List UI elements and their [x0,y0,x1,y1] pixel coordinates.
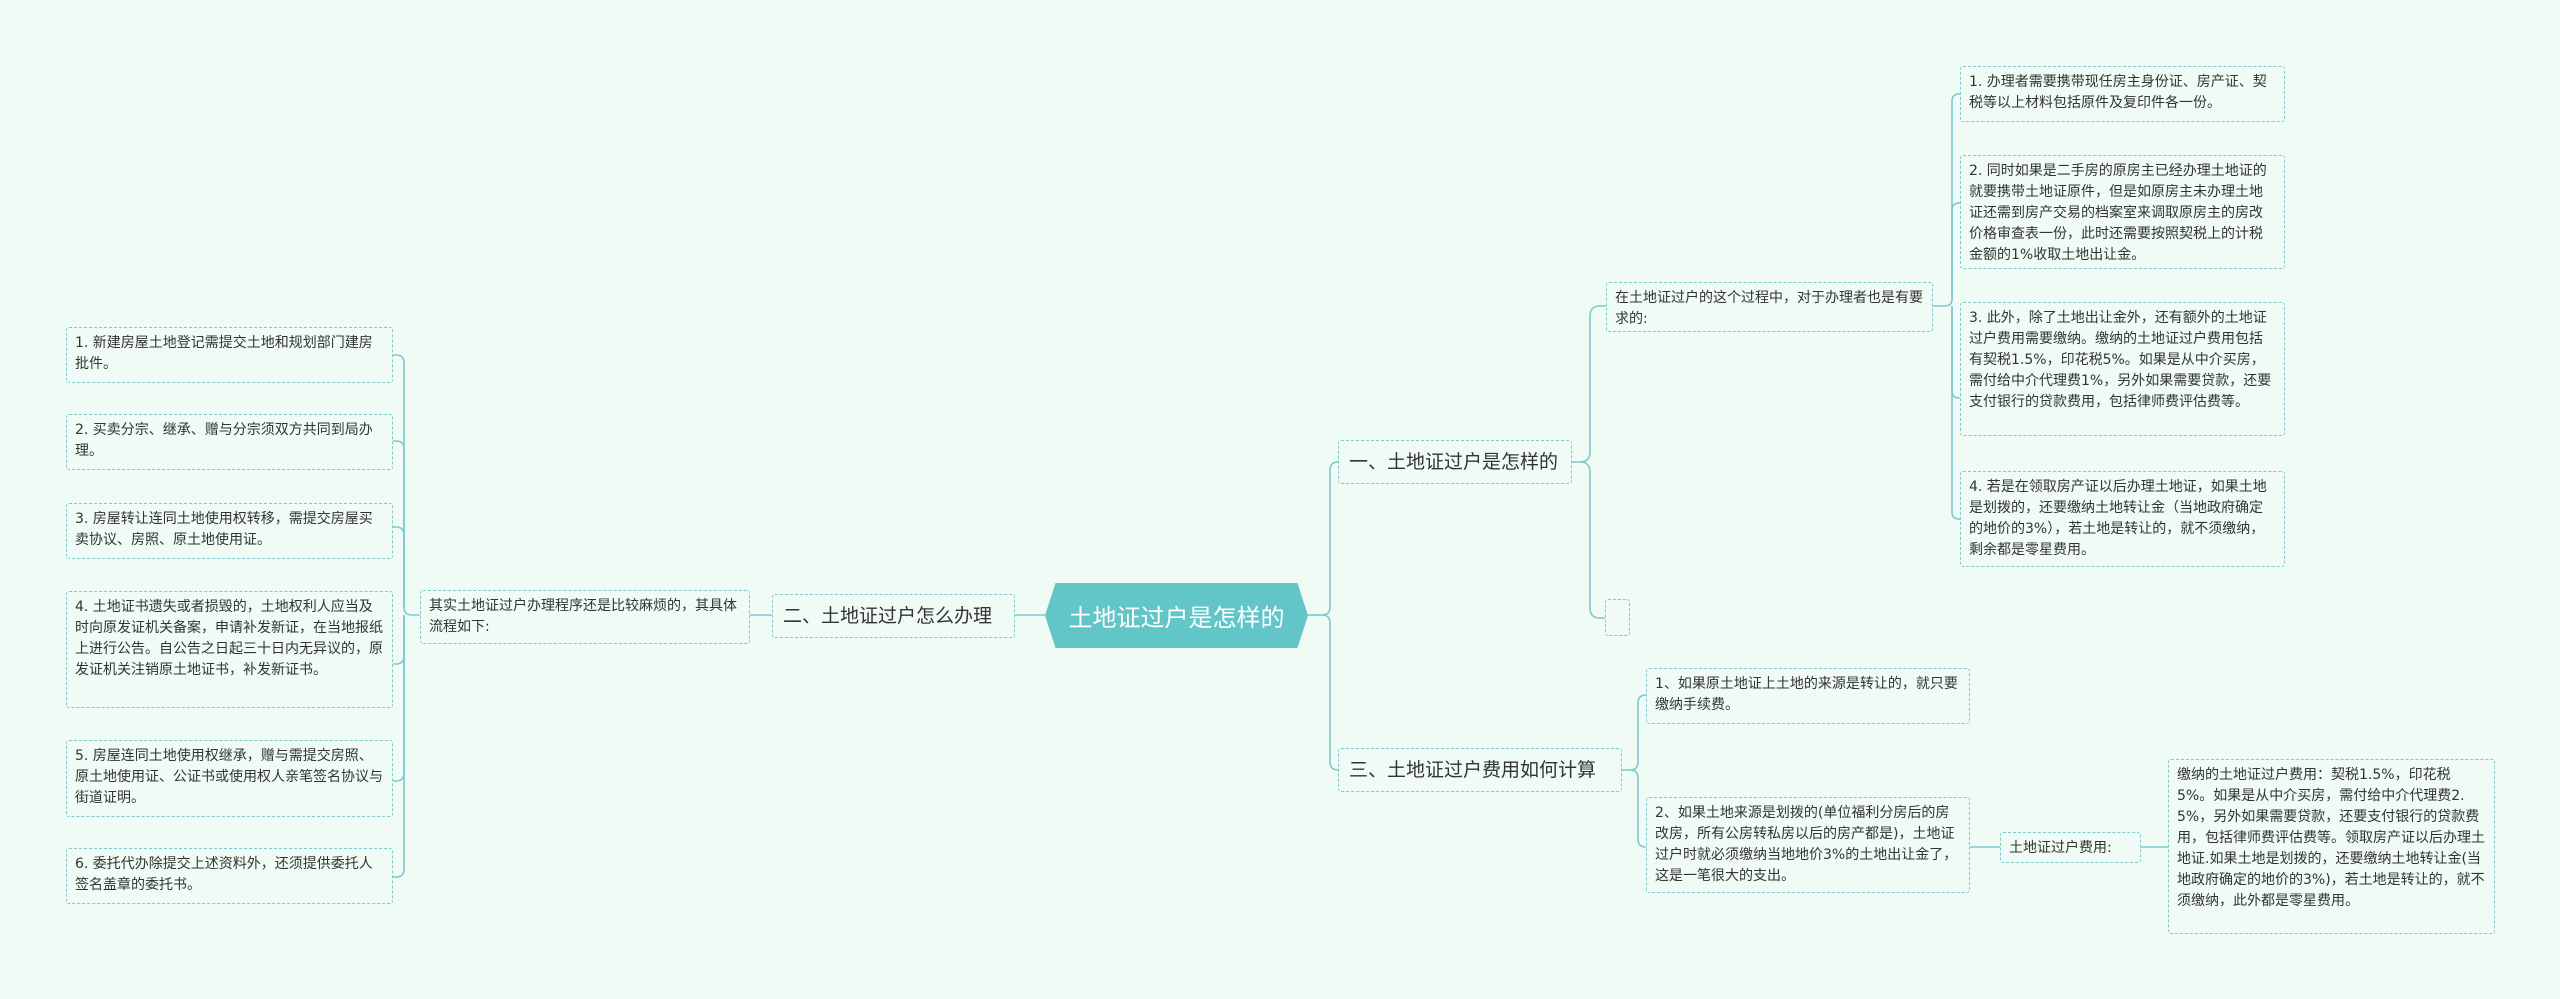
branch-1-label: 一、土地证过户是怎样的 [1349,451,1559,473]
connector-root-branch-3 [1308,614,1339,771]
root-topic[interactable]: 土地证过户是怎样的 [1045,583,1308,648]
branch-2-item-4-text: 4. 土地证书遗失或者损毁的，土地权利人应当及时向原发证机关备案，申请补发新证，… [75,599,383,678]
connector-root-branch-1 [1308,461,1339,616]
branch-3-item-2-text: 2、如果土地来源是划拨的(单位福利分房后的房改房，所有公房转私房以后的房产都是)… [1655,805,1958,884]
fee-label-text: 土地证过户费用: [2009,840,2112,856]
branch-2-item-2[interactable]: 2. 买卖分宗、继承、赠与分宗须双方共同到局办理。 [66,414,393,470]
branch-1-item-4[interactable]: 4. 若是在领取房产证以后办理土地证，如果土地是划拨的，还要缴纳土地转让金（当地… [1960,471,2285,567]
branch-2-item-5[interactable]: 5. 房屋连同土地使用权继承，赠与需提交房照、原土地使用证、公证书或使用权人亲笔… [66,740,393,817]
branch-2-item-5-text: 5. 房屋连同土地使用权继承，赠与需提交房照、原土地使用证、公证书或使用权人亲笔… [75,748,383,806]
fee-label-node[interactable]: 土地证过户费用: [2000,832,2141,863]
branch-3-label: 三、土地证过户费用如何计算 [1349,759,1597,781]
branch-1-item-2[interactable]: 2. 同时如果是二手房的原房主已经办理土地证的就要携带土地证原件，但是如原房主未… [1960,155,2285,269]
branch-3-item-1-text: 1、如果原土地证上土地的来源是转让的，就只要缴纳手续费。 [1655,676,1958,713]
branch-1-item-3-text: 3. 此外，除了土地出让金外，还有额外的土地证过户费用需要缴纳。缴纳的土地证过户… [1969,310,2272,410]
branch-1-item-1[interactable]: 1. 办理者需要携带现任房主身份证、房产证、契税等以上材料包括原件及复印件各一份… [1960,66,2285,122]
branch-1-item-4-text: 4. 若是在领取房产证以后办理土地证，如果土地是划拨的，还要缴纳土地转让金（当地… [1969,479,2267,558]
branch-1-item-1-text: 1. 办理者需要携带现任房主身份证、房产证、契税等以上材料包括原件及复印件各一份… [1969,74,2267,111]
branch-2-item-4[interactable]: 4. 土地证书遗失或者损毁的，土地权利人应当及时向原发证机关备案，申请补发新证，… [66,591,393,708]
connector-intro-items [1933,93,1960,307]
branch-3-item-2[interactable]: 2、如果土地来源是划拨的(单位福利分房后的房改房，所有公房转私房以后的房产都是)… [1646,797,1970,893]
branch-2-item-1[interactable]: 1. 新建房屋土地登记需提交土地和规划部门建房批件。 [66,327,393,383]
branch-1-intro-text: 在土地证过户的这个过程中，对于办理者也是有要求的: [1615,290,1923,327]
connector-branch-1-empty [1579,461,1605,619]
connector-intro-left-items [393,354,420,616]
branch-2-topic[interactable]: 二、土地证过户怎么办理 [772,594,1015,638]
branch-2-label: 二、土地证过户怎么办理 [783,605,993,627]
fee-detail-text: 缴纳的土地证过户费用：契税1.5%，印花税5%。如果是从中介买房，需付给中介代理… [2177,767,2485,909]
branch-2-item-3-text: 3. 房屋转让连同土地使用权转移，需提交房屋买卖协议、房照、原土地使用证。 [75,511,373,548]
branch-1-item-3[interactable]: 3. 此外，除了土地出让金外，还有额外的土地证过户费用需要缴纳。缴纳的土地证过户… [1960,302,2285,436]
branch-3-item-1[interactable]: 1、如果原土地证上土地的来源是转让的，就只要缴纳手续费。 [1646,668,1970,724]
branch-2-item-6[interactable]: 6. 委托代办除提交上述资料外，还须提供委托人签名盖章的委托书。 [66,848,393,904]
branch-1-topic[interactable]: 一、土地证过户是怎样的 [1338,440,1572,484]
branch-2-intro[interactable]: 其实土地证过户办理程序还是比较麻烦的，其具体流程如下: [420,590,750,644]
branch-2-item-2-text: 2. 买卖分宗、继承、赠与分宗须双方共同到局办理。 [75,422,373,459]
branch-3-topic[interactable]: 三、土地证过户费用如何计算 [1338,748,1622,792]
fee-detail-node[interactable]: 缴纳的土地证过户费用：契税1.5%，印花税5%。如果是从中介买房，需付给中介代理… [2168,759,2495,934]
branch-1-intro[interactable]: 在土地证过户的这个过程中，对于办理者也是有要求的: [1606,282,1933,332]
connector-branch-3-children [1622,694,1647,771]
branch-1-item-2-text: 2. 同时如果是二手房的原房主已经办理土地证的就要携带土地证原件，但是如原房主未… [1969,163,2267,263]
branch-2-intro-text: 其实土地证过户办理程序还是比较麻烦的，其具体流程如下: [429,598,737,635]
branch-2-item-3[interactable]: 3. 房屋转让连同土地使用权转移，需提交房屋买卖协议、房照、原土地使用证。 [66,503,393,559]
branch-2-item-6-text: 6. 委托代办除提交上述资料外，还须提供委托人签名盖章的委托书。 [75,856,373,893]
connector-branch-1-children [1572,305,1606,463]
branch-2-item-1-text: 1. 新建房屋土地登记需提交土地和规划部门建房批件。 [75,335,373,372]
branch-1-empty-node[interactable] [1605,599,1630,636]
